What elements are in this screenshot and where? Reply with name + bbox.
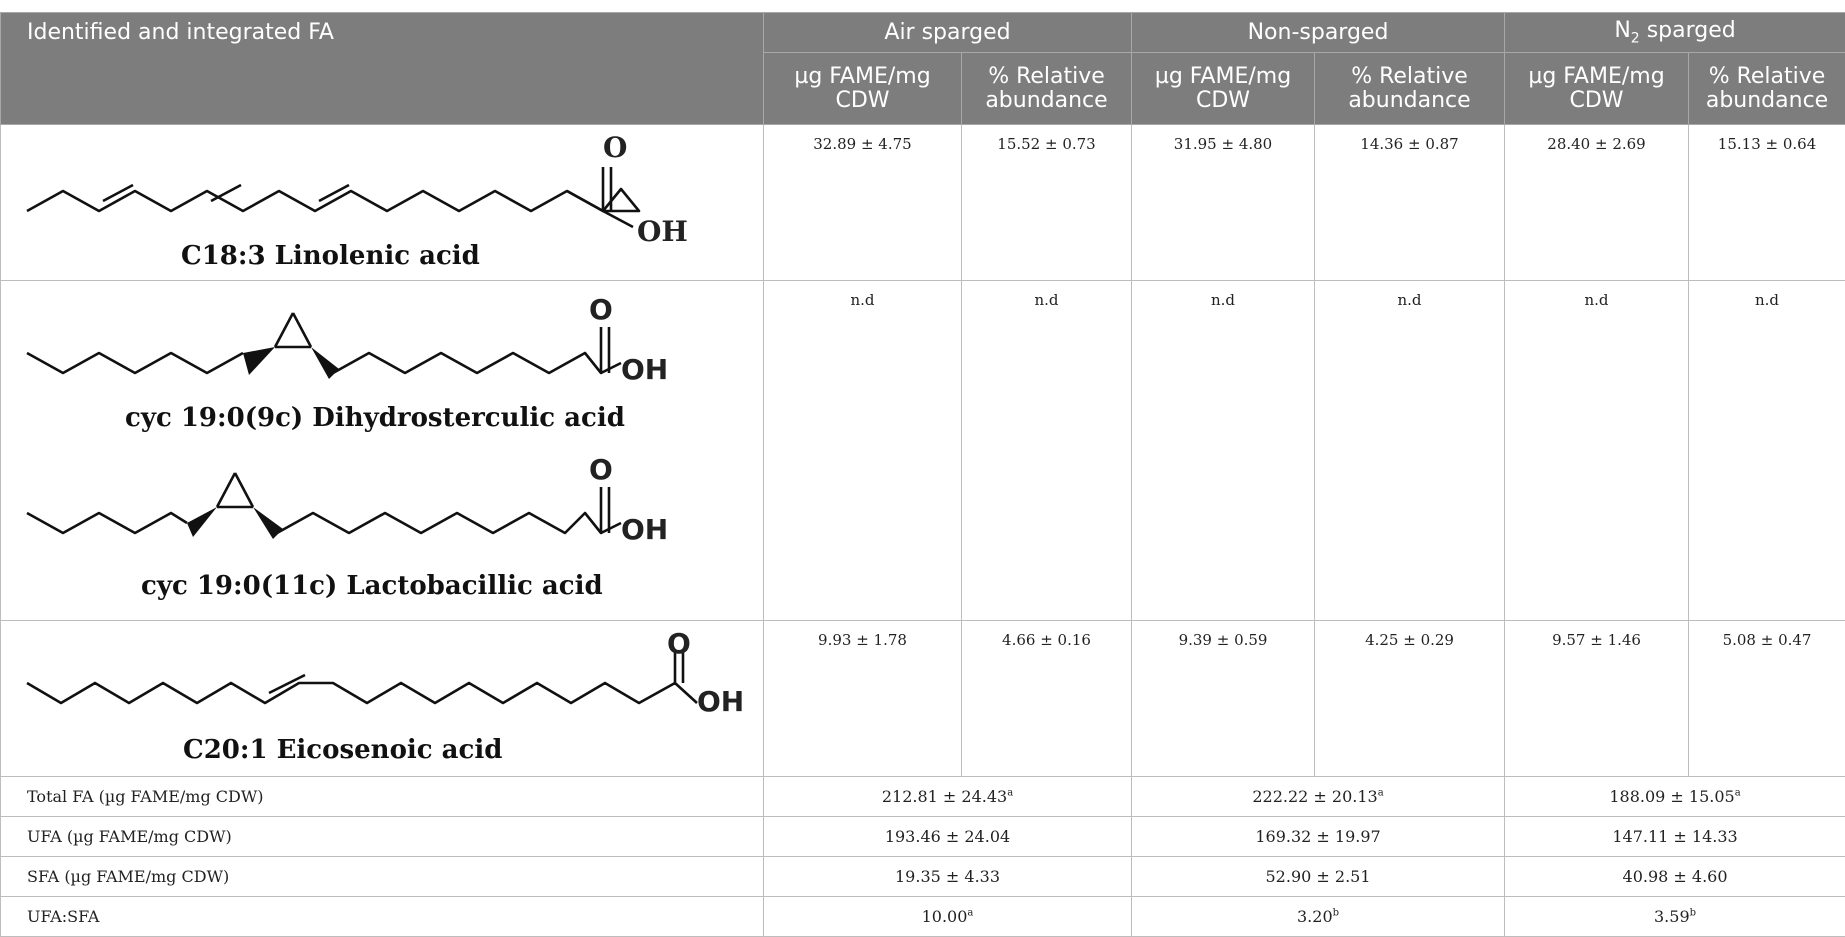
n2-prefix: N	[1614, 18, 1630, 43]
cell-eicosenoic-n2-rel: 5.08 ± 0.47	[1689, 621, 1845, 777]
cell-linolenic-n2-rel: 15.13 ± 0.64	[1689, 125, 1845, 281]
significance-letter: a	[1735, 787, 1741, 798]
carbonyl-o-lactobacillic: O	[589, 453, 613, 486]
significance-letter: b	[1333, 907, 1339, 918]
summary-row-ufa-sfa: UFA:SFA 10.00a 3.20b 3.59b	[1, 897, 1845, 937]
header-first-col: Identified and integrated FA	[1, 13, 764, 125]
summary-value: 222.22 ± 20.13a	[1132, 777, 1505, 817]
carbonyl-o-dihydrosterculic: O	[589, 293, 613, 326]
cell-cyclo-air-fame: n.d	[764, 281, 962, 621]
summary-label: UFA:SFA	[1, 897, 764, 937]
acid-name-eicosenoic: C20:1 Eicosenoic acid	[183, 735, 502, 765]
cell-cyclo-non-fame: n.d	[1132, 281, 1315, 621]
significance-letter: b	[1690, 907, 1696, 918]
cell-eicosenoic-non-fame: 9.39 ± 0.59	[1132, 621, 1315, 777]
hydroxyl-lactobacillic: OH	[621, 513, 668, 546]
cell-linolenic-air-fame: 32.89 ± 4.75	[764, 125, 962, 281]
summary-value: 40.98 ± 4.60	[1505, 857, 1845, 897]
summary-value: 169.32 ± 19.97	[1132, 817, 1505, 857]
table-row: O OH C20:1 Eicosenoic acid 9.93 ± 1.78 4…	[1, 621, 1845, 777]
table-row: O OH cyc 19:0(9c) Dihydrosterculic acid	[1, 281, 1845, 621]
structure-cell-linolenic: C18:3 Linolenic acid O OH	[1, 125, 764, 281]
summary-row-total-fa: Total FA (µg FAME/mg CDW) 212.81 ± 24.43…	[1, 777, 1845, 817]
summary-number: 10.00	[922, 907, 968, 926]
acid-name-lactobacillic: cyc 19:0(11c) Lactobacillic acid	[141, 571, 603, 601]
cell-eicosenoic-n2-fame: 9.57 ± 1.46	[1505, 621, 1689, 777]
summary-row-sfa: SFA (µg FAME/mg CDW) 19.35 ± 4.33 52.90 …	[1, 857, 1845, 897]
summary-value: 188.09 ± 15.05a	[1505, 777, 1845, 817]
carbonyl-o-eicosenoic: O	[667, 627, 691, 660]
summary-label: Total FA (µg FAME/mg CDW)	[1, 777, 764, 817]
summary-number: 3.59	[1654, 907, 1690, 926]
subheader-rel-non: % Relative abundance	[1315, 53, 1505, 125]
summary-value: 10.00a	[764, 897, 1132, 937]
header-group-air: Air sparged	[764, 13, 1132, 53]
summary-number: 212.81 ± 24.43	[882, 787, 1007, 806]
n2-suffix: sparged	[1640, 18, 1736, 43]
hydroxyl-dihydrosterculic: OH	[621, 353, 668, 386]
summary-number: 3.20	[1297, 907, 1333, 926]
summary-label: SFA (µg FAME/mg CDW)	[1, 857, 764, 897]
dihydrosterculic-structure-icon	[21, 291, 721, 401]
summary-label: UFA (µg FAME/mg CDW)	[1, 817, 764, 857]
fatty-acid-table: Identified and integrated FA Air sparged…	[0, 12, 1845, 937]
eicosenoic-structure-icon	[21, 631, 741, 741]
linolenic-structure-icon	[21, 133, 701, 243]
summary-value: 212.81 ± 24.43a	[764, 777, 1132, 817]
subheader-fame-air: µg FAME/mg CDW	[764, 53, 962, 125]
cell-linolenic-n2-fame: 28.40 ± 2.69	[1505, 125, 1689, 281]
cell-linolenic-non-fame: 31.95 ± 4.80	[1132, 125, 1315, 281]
summary-value: 193.46 ± 24.04	[764, 817, 1132, 857]
cell-cyclo-n2-rel: n.d	[1689, 281, 1845, 621]
significance-letter: a	[1378, 787, 1384, 798]
subheader-rel-air: % Relative abundance	[962, 53, 1132, 125]
header-group-non: Non-sparged	[1132, 13, 1505, 53]
summary-number: 222.22 ± 20.13	[1252, 787, 1377, 806]
header-group-n2: N2 sparged	[1505, 13, 1845, 53]
structure-cell-eicosenoic: O OH C20:1 Eicosenoic acid	[1, 621, 764, 777]
lactobacillic-structure-icon	[21, 451, 721, 561]
acid-name-dihydrosterculic: cyc 19:0(9c) Dihydrosterculic acid	[125, 403, 625, 433]
acid-name-linolenic: C18:3 Linolenic acid	[181, 241, 480, 271]
subheader-fame-n2: µg FAME/mg CDW	[1505, 53, 1689, 125]
summary-value: 3.59b	[1505, 897, 1845, 937]
structure-cell-cyclopropane: O OH cyc 19:0(9c) Dihydrosterculic acid	[1, 281, 764, 621]
summary-number: 188.09 ± 15.05	[1609, 787, 1734, 806]
summary-value: 3.20b	[1132, 897, 1505, 937]
subheader-rel-n2: % Relative abundance	[1689, 53, 1845, 125]
cell-eicosenoic-air-fame: 9.93 ± 1.78	[764, 621, 962, 777]
n2-sub: 2	[1631, 30, 1640, 46]
cell-linolenic-air-rel: 15.52 ± 0.73	[962, 125, 1132, 281]
carbonyl-o-linolenic: O	[603, 131, 627, 164]
cell-cyclo-air-rel: n.d	[962, 281, 1132, 621]
significance-letter: a	[1007, 787, 1013, 798]
table-row: C18:3 Linolenic acid O OH 32.89 ± 4.75 1…	[1, 125, 1845, 281]
cell-cyclo-non-rel: n.d	[1315, 281, 1505, 621]
subheader-fame-non: µg FAME/mg CDW	[1132, 53, 1315, 125]
cell-cyclo-n2-fame: n.d	[1505, 281, 1689, 621]
cell-eicosenoic-non-rel: 4.25 ± 0.29	[1315, 621, 1505, 777]
hydroxyl-eicosenoic: OH	[697, 685, 744, 718]
significance-letter: a	[967, 907, 973, 918]
cell-linolenic-non-rel: 14.36 ± 0.87	[1315, 125, 1505, 281]
cell-eicosenoic-air-rel: 4.66 ± 0.16	[962, 621, 1132, 777]
summary-value: 19.35 ± 4.33	[764, 857, 1132, 897]
summary-row-ufa: UFA (µg FAME/mg CDW) 193.46 ± 24.04 169.…	[1, 817, 1845, 857]
summary-value: 147.11 ± 14.33	[1505, 817, 1845, 857]
summary-value: 52.90 ± 2.51	[1132, 857, 1505, 897]
hydroxyl-linolenic: OH	[637, 215, 688, 248]
